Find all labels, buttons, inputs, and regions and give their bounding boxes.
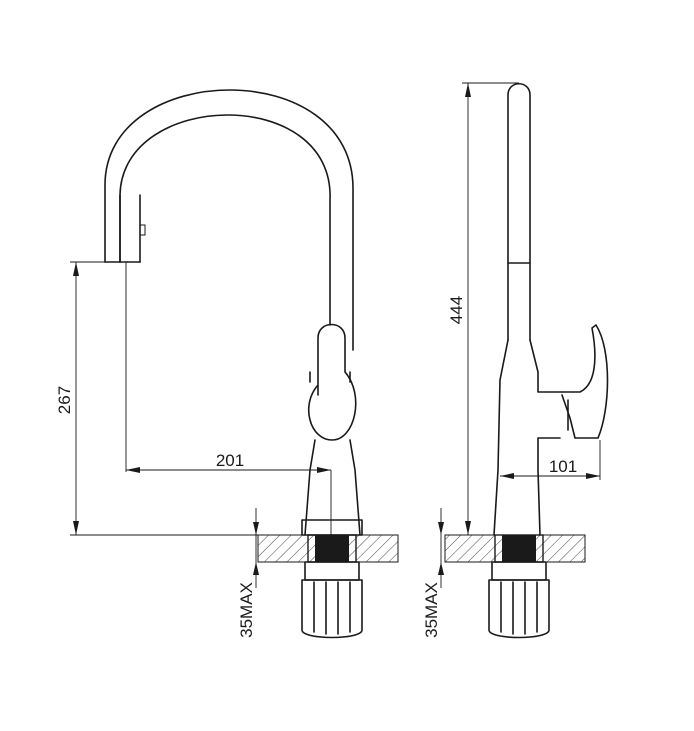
- front-view: 267 201 35MAX: [55, 89, 399, 639]
- side-shank: [502, 535, 536, 562]
- dim-35-front-label: 35MAX: [237, 582, 256, 638]
- dim-267-arrow-bottom: [73, 521, 79, 535]
- dim-444-arrow-top: [465, 83, 471, 97]
- dim-101-arrow-right: [586, 473, 600, 479]
- dim-101-arrow-left: [500, 473, 514, 479]
- side-body: [493, 339, 563, 536]
- front-body-base: [301, 519, 363, 536]
- dim-267-arrow-top: [73, 262, 79, 276]
- dim-201-arrow-left: [126, 467, 140, 473]
- side-nut-washer: [491, 561, 547, 581]
- front-handle: [308, 323, 357, 441]
- side-handle: [561, 324, 609, 439]
- front-shank: [315, 535, 349, 562]
- dim-35-side-label: 35MAX: [422, 582, 441, 638]
- side-spout: [507, 82, 531, 341]
- dim-35-side-arrow-bottom: [438, 562, 444, 575]
- dim-444-label: 444: [447, 296, 466, 324]
- side-view: 444 101 35MAX: [422, 82, 609, 639]
- dim-35-front-arrow-bottom: [253, 562, 259, 575]
- side-nut: [488, 579, 550, 639]
- front-spray-button: [139, 224, 146, 236]
- dim-201-label: 201: [216, 451, 244, 470]
- dim-444-arrow-bottom: [465, 521, 471, 535]
- dim-201-arrow-right: [317, 467, 331, 473]
- front-nut: [301, 579, 363, 639]
- front-spray-head: [119, 194, 141, 263]
- front-spout: [104, 89, 354, 351]
- front-handle-collar: [309, 371, 351, 383]
- dim-35-side-arrow-top: [438, 522, 444, 535]
- dim-267-label: 267: [55, 386, 74, 414]
- dim-101-label: 101: [549, 457, 577, 476]
- front-nut-washer: [304, 561, 360, 581]
- dim-35-front-arrow-top: [253, 522, 259, 535]
